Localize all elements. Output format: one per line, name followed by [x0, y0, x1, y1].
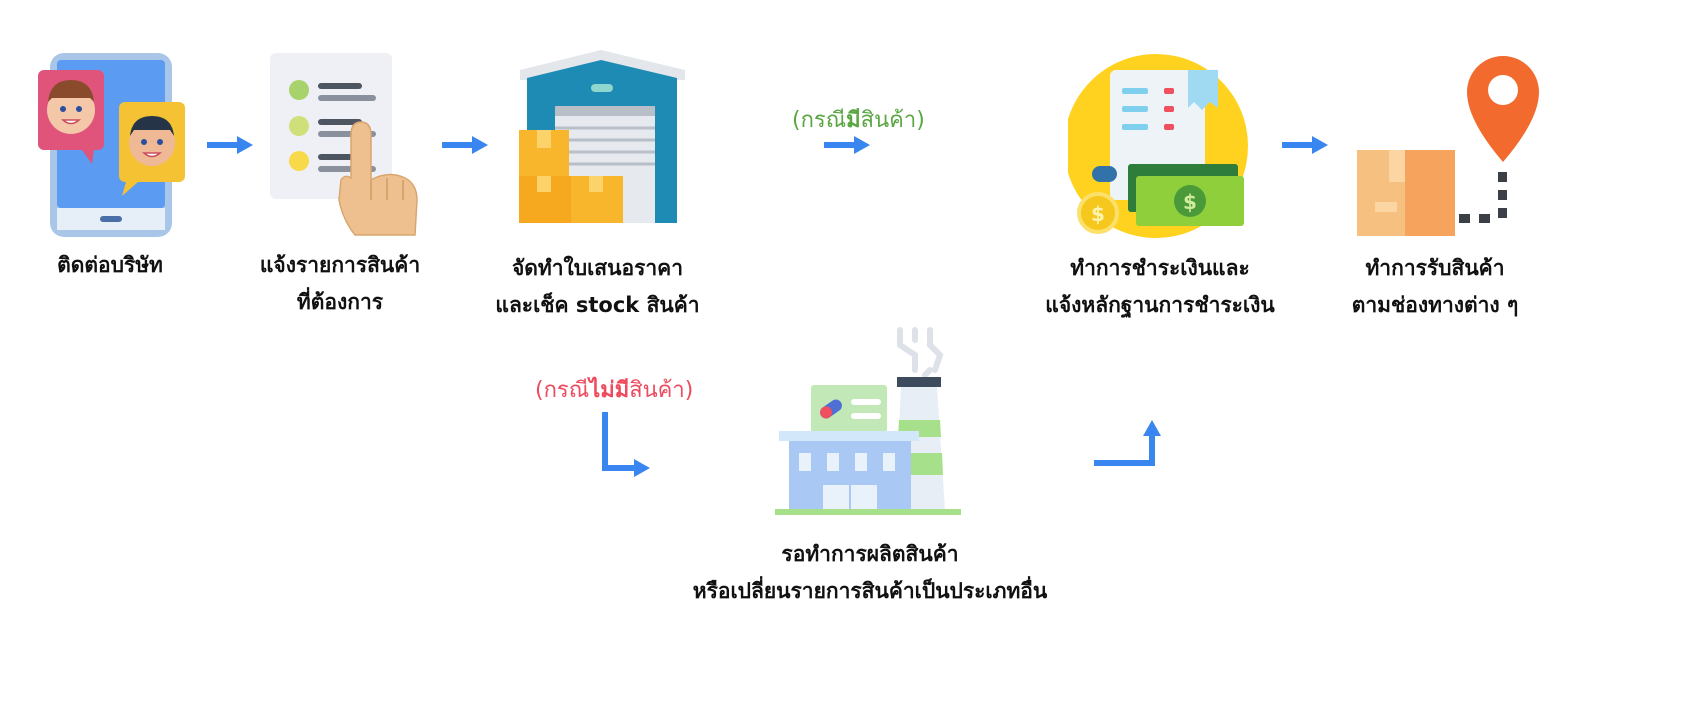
condition-in-stock: (กรณีมีสินค้า)	[792, 102, 925, 137]
step-label-line1: ทำการชำระเงินและ	[1070, 256, 1250, 280]
warehouse-boxes-icon	[515, 48, 690, 230]
condition-open: (กรณี	[535, 378, 590, 403]
step-label-line2: แจ้งหลักฐานการชำระเงิน	[1045, 293, 1275, 317]
branch-label: รอทำการผลิตสินค้า หรือเปลี่ยนรายการสินค้…	[670, 536, 1070, 610]
arrow-right-3	[822, 134, 872, 156]
arrow-right-4	[1280, 134, 1330, 156]
svg-text:$: $	[1091, 202, 1105, 226]
step-4-label: ทำการชำระเงินและ แจ้งหลักฐานการชำระเงิน	[1030, 250, 1290, 324]
condition-rest: สินค้า)	[860, 108, 925, 133]
phone-chat-icon	[30, 50, 205, 240]
condition-open: (กรณี	[792, 108, 847, 133]
step-label-line1: จัดทำใบเสนอราคา	[511, 256, 684, 280]
factory-icon	[775, 325, 965, 515]
branch-label-line2: หรือเปลี่ยนรายการสินค้าเป็นประเภทอื่น	[692, 579, 1048, 603]
arrow-right-1	[205, 134, 255, 156]
svg-text:$: $	[1183, 190, 1197, 214]
condition-rest: สินค้า)	[629, 378, 694, 403]
step-label-line2: และเช็ค stock สินค้า	[495, 293, 700, 317]
step-label-line1: แจ้งรายการสินค้า	[259, 253, 421, 277]
branch-label-line1: รอทำการผลิตสินค้า	[781, 542, 959, 566]
delivery-pin-icon	[1355, 50, 1550, 240]
arrow-right-up	[1092, 420, 1162, 472]
checklist-hand-icon	[265, 50, 430, 240]
step-2-label: แจ้งรายการสินค้า ที่ต้องการ	[240, 247, 440, 321]
payment-receipt-icon: $ $	[1068, 48, 1250, 243]
step-label-line2: ตามช่องทางต่าง ๆ	[1351, 293, 1519, 317]
step-label-line1: ติดต่อบริษัท	[57, 253, 163, 277]
arrow-right-2	[440, 134, 490, 156]
step-label-line2: ที่ต้องการ	[296, 290, 384, 314]
step-1-label: ติดต่อบริษัท	[20, 247, 200, 284]
arrow-down-right	[600, 410, 654, 480]
step-5-label: ทำการรับสินค้า ตามช่องทางต่าง ๆ	[1330, 250, 1540, 324]
step-label-line1: ทำการรับสินค้า	[1365, 256, 1505, 280]
condition-bold: ไม่มี	[589, 378, 630, 403]
condition-bold: มี	[846, 108, 861, 133]
step-3-label: จัดทำใบเสนอราคา และเช็ค stock สินค้า	[480, 250, 715, 324]
condition-out-of-stock: (กรณีไม่มีสินค้า)	[535, 372, 693, 407]
